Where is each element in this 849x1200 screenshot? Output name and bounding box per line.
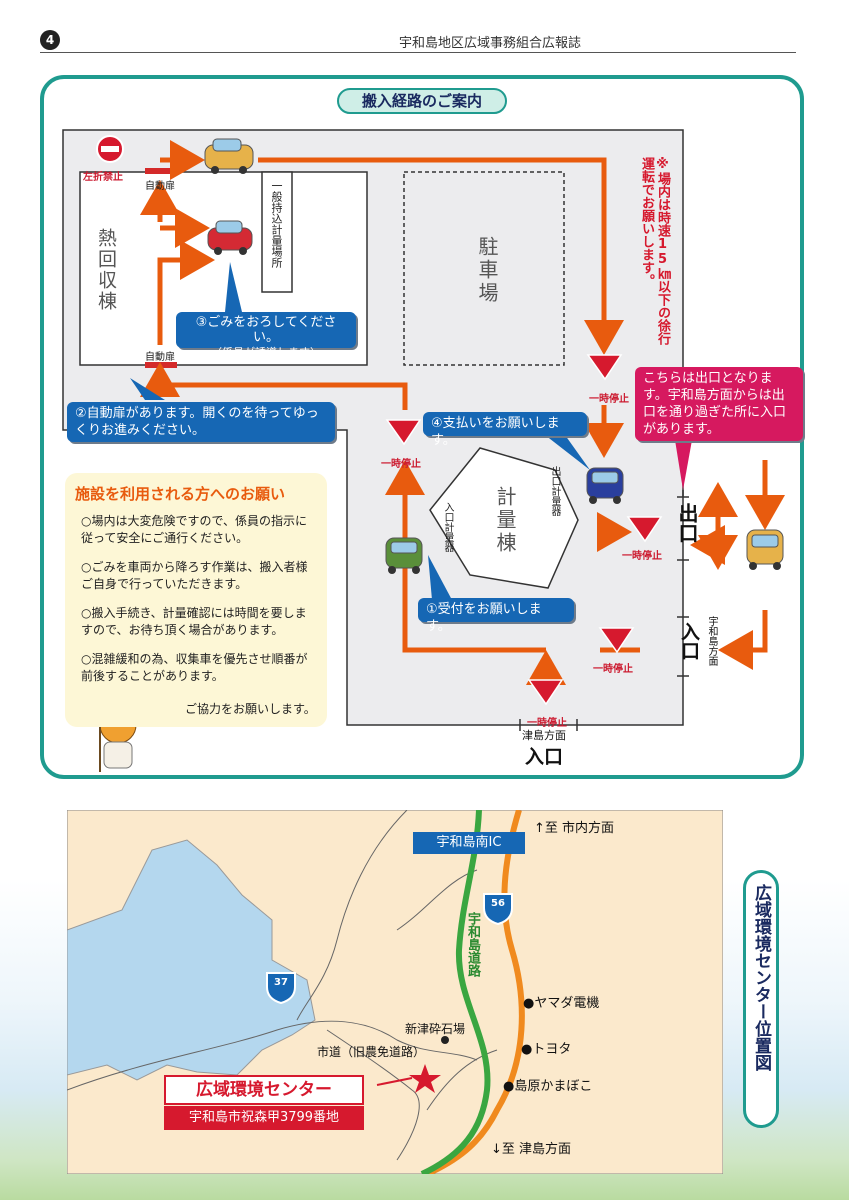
stop-label: 一時停止 bbox=[622, 551, 662, 562]
notice-item: ○場内は大変危険ですので、係員の指示に従って安全にご通行ください。 bbox=[81, 514, 307, 545]
side-title-box bbox=[743, 870, 779, 1128]
stop-label: 一時停止 bbox=[589, 394, 629, 405]
car-icon bbox=[385, 537, 423, 574]
scale-entrance-label: 入口計量器 bbox=[442, 502, 453, 552]
stop-label: 一時停止 bbox=[527, 718, 567, 729]
car-icon bbox=[204, 138, 254, 174]
route-56-label: 56 bbox=[491, 898, 505, 909]
notice-closing: ご協力をお願いします。 bbox=[185, 702, 316, 716]
car-icon bbox=[207, 220, 253, 255]
landmark-shimabara: ●島原かまぼこ bbox=[503, 1079, 593, 1094]
route-diagram bbox=[62, 129, 785, 772]
to-north-label: ↑至 市内方面 bbox=[534, 821, 615, 836]
parking-lot bbox=[403, 171, 565, 366]
publication-title: 宇和島地区広域事務組合広報誌 bbox=[398, 36, 581, 51]
stop-sign-icon bbox=[385, 354, 663, 706]
auto-door-top bbox=[145, 168, 177, 174]
no-left-turn-label: 左折禁止 bbox=[83, 172, 123, 183]
step1-callout: ①受付をお願いします。 bbox=[418, 598, 574, 634]
local-roads bbox=[67, 810, 498, 1161]
landmark-toyota: ●トヨタ bbox=[521, 1042, 572, 1057]
route-guide-title: 搬入経路のご案内 bbox=[337, 88, 507, 114]
general-scale-area bbox=[261, 171, 293, 293]
car-icon bbox=[586, 467, 624, 504]
parking-label: 駐車場 bbox=[475, 236, 499, 305]
car-icon bbox=[746, 529, 784, 570]
exit-note-callout: こちらは出口となります。宇和島方面からは出口を通り過ぎた所に入口があります。 bbox=[635, 367, 803, 441]
notice-title: 施設を利用される方へのお願い bbox=[75, 485, 286, 503]
step3-subtext: （係員が誘導します） bbox=[211, 346, 321, 359]
uwajima-direction-label: 宇和島方面 bbox=[706, 616, 717, 666]
city-road-label: 市道（旧農免道路） bbox=[317, 1045, 426, 1059]
route-37-label: 37 bbox=[274, 977, 288, 988]
scale-building-label: 計量棟 bbox=[493, 486, 517, 555]
scale-exit-label: 出口計量器 bbox=[549, 466, 560, 516]
exit-label: 出口 bbox=[675, 503, 699, 543]
bay-water bbox=[67, 839, 316, 1081]
notice-box: 施設を利用される方へのお願い ○場内は大変危険ですので、係員の指示に従って安全に… bbox=[65, 473, 327, 727]
center-address-label: 宇和島市祝森甲3799番地 bbox=[164, 1106, 364, 1130]
tsushima-direction-label: 津島方面 bbox=[522, 729, 566, 742]
notice-item: ○搬入手続き、計量確認には時間を要しますので、お待ち頂く場合があります。 bbox=[81, 606, 307, 637]
step4-callout: ④支払いをお願いします。 bbox=[423, 412, 587, 448]
route-arrows bbox=[140, 140, 785, 685]
no-left-turn-icon bbox=[96, 135, 124, 163]
step2-callout: ②自動扉があります。開くのを待ってゆっくりお進みください。 bbox=[67, 402, 335, 442]
route-37-shield-icon bbox=[266, 972, 296, 1005]
stop-label: 一時停止 bbox=[381, 459, 421, 470]
to-south-label: ↓至 津島方面 bbox=[491, 1142, 572, 1157]
entrance-label-uwajima: 入口 bbox=[678, 622, 700, 660]
side-title: 広域環境センター位置図 bbox=[751, 884, 771, 1071]
center-name-label: 広域環境センター bbox=[164, 1075, 364, 1105]
auto-door-label-top: 自動扉 bbox=[145, 181, 175, 192]
incinerator-label: 熱回収棟 bbox=[95, 228, 117, 312]
scale-building bbox=[429, 447, 579, 589]
stop-label: 一時停止 bbox=[593, 664, 633, 675]
quarry-label: 新津砕石場 bbox=[405, 1022, 466, 1036]
entrance-label-tsushima: 入口 bbox=[525, 746, 564, 768]
step3-text: ③ごみをおろしてください。 bbox=[195, 315, 337, 345]
gate-marks bbox=[519, 490, 689, 731]
landmark-yamada: ●ヤマダ電機 bbox=[523, 996, 600, 1011]
page-number: 4 bbox=[40, 30, 60, 50]
header-rule bbox=[40, 52, 796, 53]
route-56-road bbox=[425, 810, 525, 1174]
speed-notice: ※場内は時速15㎞以下の徐行運転でお願いします。 bbox=[639, 157, 670, 345]
notice-item: ○混雑緩和の為、収集車を優先させ順番が前後することがあります。 bbox=[81, 652, 308, 683]
expressway-label: 宇和島道路 bbox=[465, 912, 480, 977]
quarry-dot-icon bbox=[441, 1036, 449, 1044]
notice-item: ○ごみを車両から降ろす作業は、搬入者様ご自身で行っていただきます。 bbox=[81, 560, 308, 591]
center-star-icon bbox=[409, 1064, 441, 1093]
route-56-shield-icon bbox=[483, 893, 513, 926]
step3-callout: ③ごみをおろしてください。 （係員が誘導します） bbox=[176, 312, 356, 359]
ic-label: 宇和島南IC bbox=[413, 832, 525, 854]
expressway-road bbox=[420, 810, 491, 1174]
general-scale-label: 一般持込計量場所 bbox=[270, 180, 283, 268]
auto-door-label-bottom: 自動扉 bbox=[145, 352, 175, 363]
